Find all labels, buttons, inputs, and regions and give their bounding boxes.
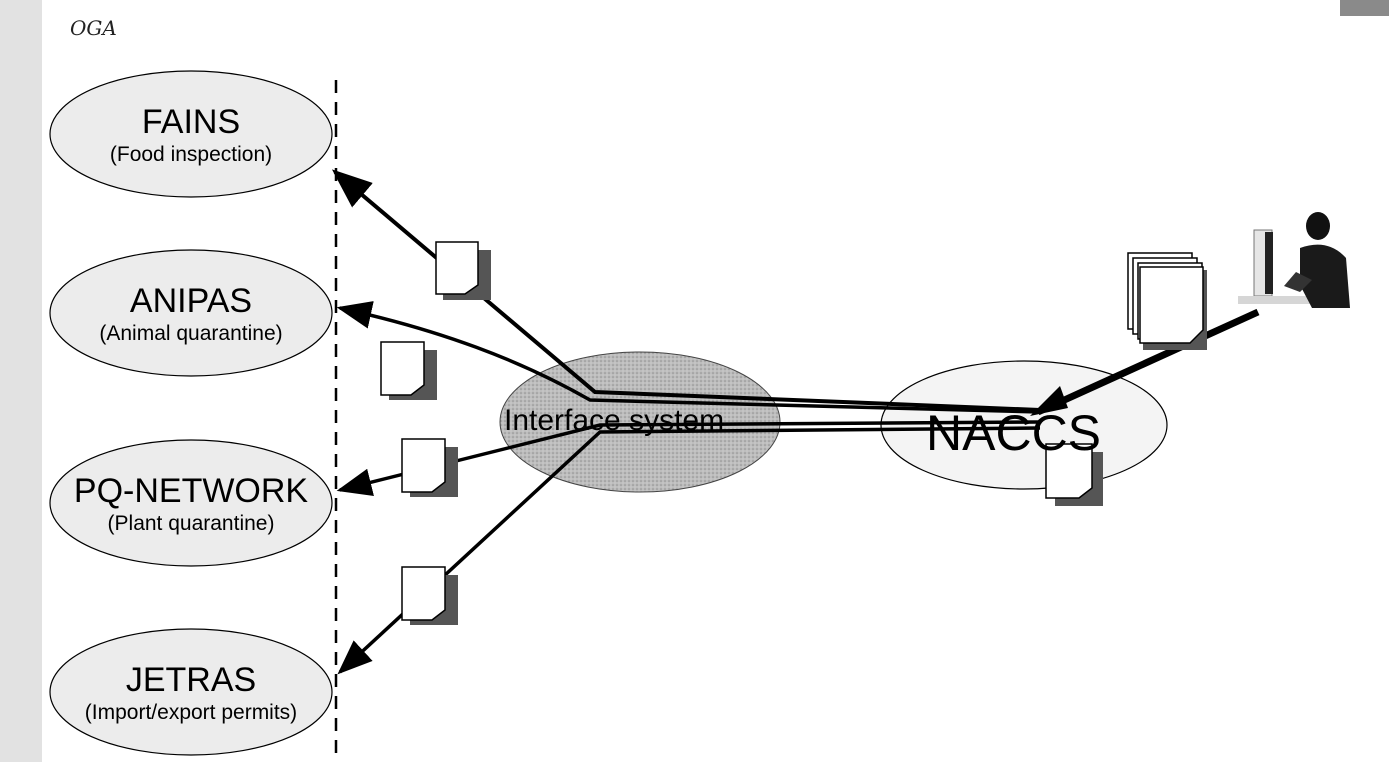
document-icon bbox=[402, 439, 458, 497]
handwritten-note: OGA bbox=[70, 16, 117, 40]
system-subtitle: (Import/export permits) bbox=[54, 701, 328, 724]
system-fains: FAINS (Food inspection) bbox=[54, 104, 328, 166]
interface-system-label: Interface system bbox=[504, 404, 724, 438]
system-anipas: ANIPAS (Animal quarantine) bbox=[54, 283, 328, 345]
system-title: ANIPAS bbox=[54, 283, 328, 320]
document-icon bbox=[402, 567, 458, 625]
document-icon bbox=[381, 342, 437, 400]
system-title: PQ-NETWORK bbox=[54, 473, 328, 510]
system-subtitle: (Food inspection) bbox=[54, 143, 328, 166]
system-jetras: JETRAS (Import/export permits) bbox=[54, 662, 328, 724]
document-icon bbox=[436, 242, 491, 300]
naccs-label: NACCS bbox=[926, 404, 1101, 462]
scan-edge bbox=[0, 0, 42, 762]
system-subtitle: (Animal quarantine) bbox=[54, 322, 328, 345]
system-subtitle: (Plant quarantine) bbox=[54, 512, 328, 535]
system-title: JETRAS bbox=[54, 662, 328, 699]
system-pq-network: PQ-NETWORK (Plant quarantine) bbox=[54, 473, 328, 535]
scan-mark bbox=[1340, 0, 1389, 16]
system-title: FAINS bbox=[54, 104, 328, 141]
document-stack-icon bbox=[1128, 253, 1207, 350]
person-at-computer-icon bbox=[1238, 212, 1350, 308]
